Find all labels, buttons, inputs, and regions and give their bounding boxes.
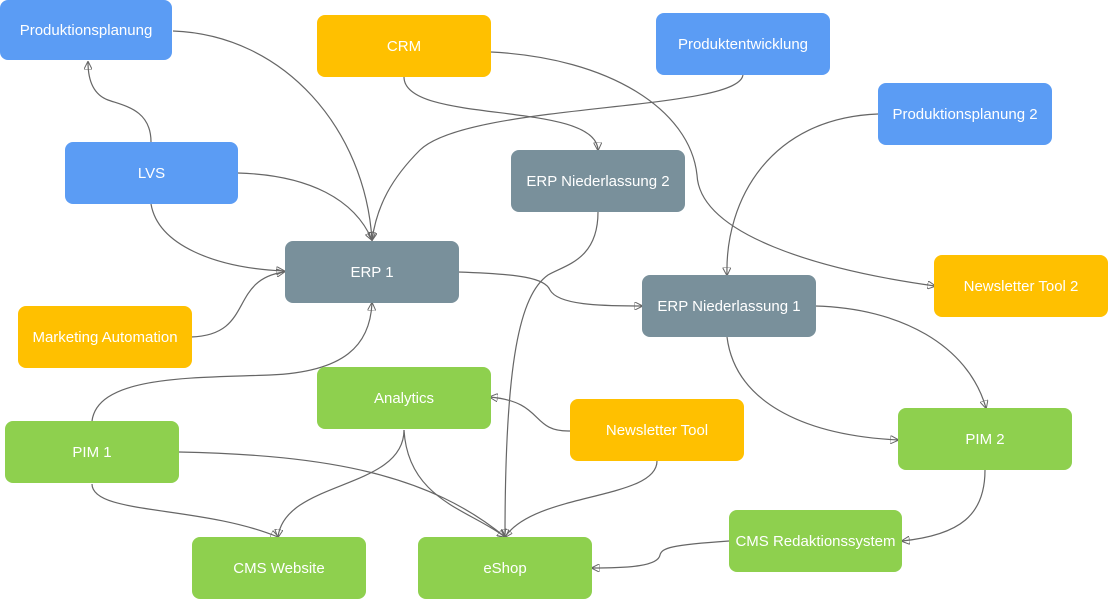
- node-erp-niederlassung-2[interactable]: ERP Niederlassung 2: [511, 150, 685, 212]
- node-label: LVS: [137, 164, 166, 182]
- edge-erpn2-eshop: [505, 211, 599, 537]
- edge-erpn1-pim2-bottom: [726, 336, 898, 440]
- edge-pim1-eshop: [178, 451, 505, 537]
- node-newsletter-tool[interactable]: Newsletter Tool: [570, 399, 744, 461]
- node-lvs[interactable]: LVS: [65, 142, 238, 204]
- edge-newsletter-analytics: [490, 397, 571, 432]
- node-marketing-automation[interactable]: Marketing Automation: [18, 306, 192, 368]
- node-label: CRM: [386, 37, 422, 55]
- node-newsletter-tool-2[interactable]: Newsletter Tool 2: [934, 255, 1108, 317]
- node-label: CMS Website: [233, 559, 325, 577]
- edge-analytics-eshop: [403, 429, 505, 537]
- node-label: Produktionsplanung 2: [892, 105, 1038, 123]
- node-label: Marketing Automation: [32, 328, 178, 346]
- node-label: CMS Redaktionssystem: [735, 532, 896, 550]
- node-label: Newsletter Tool: [605, 421, 709, 439]
- node-erp-niederlassung-1[interactable]: ERP Niederlassung 1: [642, 275, 816, 337]
- edge-crm-erpn2: [403, 76, 598, 150]
- edge-produktentwicklung-erp1: [372, 73, 744, 240]
- edge-marketing-erp1: [190, 272, 284, 338]
- node-pim-2[interactable]: PIM 2: [898, 408, 1072, 470]
- node-label: Produktentwicklung: [677, 35, 809, 53]
- edge-cmsred-eshop: [592, 540, 730, 568]
- edge-erp1-erpn1: [457, 271, 642, 306]
- node-label: PIM 2: [965, 430, 1005, 448]
- edge-analytics-cmswebsite: [278, 429, 405, 537]
- node-produktionsplanung2[interactable]: Produktionsplanung 2: [878, 83, 1052, 145]
- node-label: ERP Niederlassung 2: [526, 172, 670, 190]
- node-eshop[interactable]: eShop: [418, 537, 592, 599]
- node-label: PIM 1: [72, 443, 112, 461]
- edge-pim2-cmsred: [902, 469, 986, 541]
- node-produktionsplanung[interactable]: Produktionsplanung: [0, 0, 172, 60]
- node-label: ERP Niederlassung 1: [657, 297, 801, 315]
- edge-pim1-cmswebsite: [91, 483, 278, 537]
- node-label: Produktionsplanung: [19, 21, 153, 39]
- node-label: eShop: [483, 559, 527, 577]
- node-label: Newsletter Tool 2: [963, 277, 1079, 295]
- edge-lvs-erp1: [237, 172, 372, 240]
- edge-newsletter-eshop: [505, 460, 658, 537]
- node-crm[interactable]: CRM: [317, 15, 491, 77]
- edge-produktionsplanung-erp1: [172, 30, 372, 240]
- node-erp-1[interactable]: ERP 1: [285, 241, 459, 303]
- node-analytics[interactable]: Analytics: [317, 367, 491, 429]
- edge-lvs-produktionsplanung: [88, 62, 152, 143]
- edge-lvs-erp1-left: [150, 203, 284, 271]
- edge-erpn1-pim2: [814, 305, 986, 408]
- node-cms-redaktionssystem[interactable]: CMS Redaktionssystem: [729, 510, 902, 572]
- edge-pp2-erpn1: [727, 113, 879, 275]
- node-produktentwicklung[interactable]: Produktentwicklung: [656, 13, 830, 75]
- edge-pim1-erp1: [91, 303, 372, 422]
- edge-crm-newsletter2: [490, 51, 935, 286]
- node-label: ERP 1: [350, 263, 394, 281]
- node-pim-1[interactable]: PIM 1: [5, 421, 179, 483]
- node-cms-website[interactable]: CMS Website: [192, 537, 366, 599]
- node-label: Analytics: [373, 389, 435, 407]
